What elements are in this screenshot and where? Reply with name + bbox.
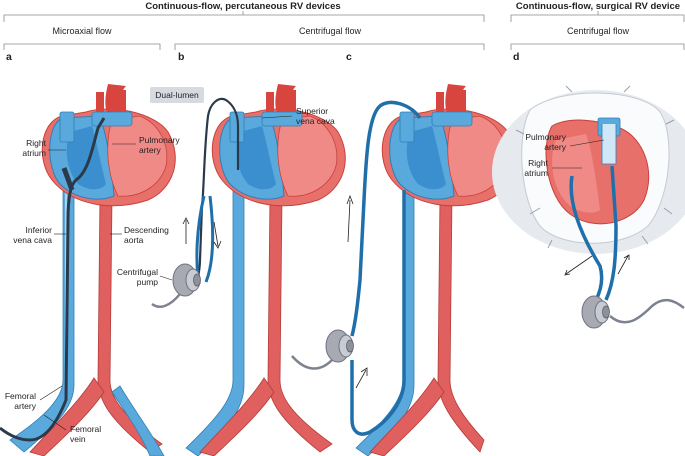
subheader-centrifugal-percutaneous: Centrifugal flow [299, 26, 362, 36]
flow-arrow-icon [564, 255, 593, 276]
panel-c-outflow-cannula [350, 100, 422, 337]
panel-label-c: c [346, 51, 352, 63]
panel-a-illustration [0, 83, 176, 456]
header-percutaneous: Continuous-flow, percutaneous RV devices [145, 1, 340, 12]
panel-c-centrifugal-pump [325, 329, 354, 363]
bracket-centrifugal-surgical [510, 43, 685, 50]
flow-arrow-icon [355, 367, 368, 389]
panel-label-d: d [513, 51, 519, 63]
label-dual-lumen: Dual-lumen [155, 90, 199, 100]
bracket-surgical [510, 11, 685, 22]
panel-label-a: a [6, 51, 12, 63]
dual-lumen-badge [150, 87, 204, 103]
panel-a-vena-cava [9, 179, 75, 453]
panel-d-outflow-cannula [604, 165, 618, 301]
flow-arrow-icon [213, 221, 222, 249]
panel-b-heart [211, 83, 346, 207]
retractor-hook-icon [515, 85, 675, 249]
panel-a-microaxial-catheter [0, 117, 106, 442]
bracket-percutaneous [3, 11, 485, 22]
panel-b-illustration [151, 83, 346, 456]
bracket-centrifugal-percutaneous [174, 43, 485, 50]
bracket-microaxial [3, 43, 161, 50]
panel-c-inflow-cannula [350, 190, 406, 436]
subheader-centrifugal-surgical: Centrifugal flow [567, 26, 630, 36]
panel-label-b: b [178, 51, 184, 63]
panel-d-centrifugal-pump [581, 295, 610, 329]
panel-d-inflow-cannula [569, 175, 604, 301]
header-surgical: Continuous-flow, surgical RV device [516, 1, 680, 12]
panel-b-dual-lumen-cannula [197, 97, 240, 285]
flow-arrow-icon [617, 254, 630, 275]
flow-arrow-icon [182, 217, 190, 244]
subheader-microaxial: Microaxial flow [52, 26, 112, 36]
panel-c-illustration [291, 83, 516, 456]
flow-arrow-icon [346, 194, 354, 243]
panel-d-illustration [492, 85, 685, 329]
